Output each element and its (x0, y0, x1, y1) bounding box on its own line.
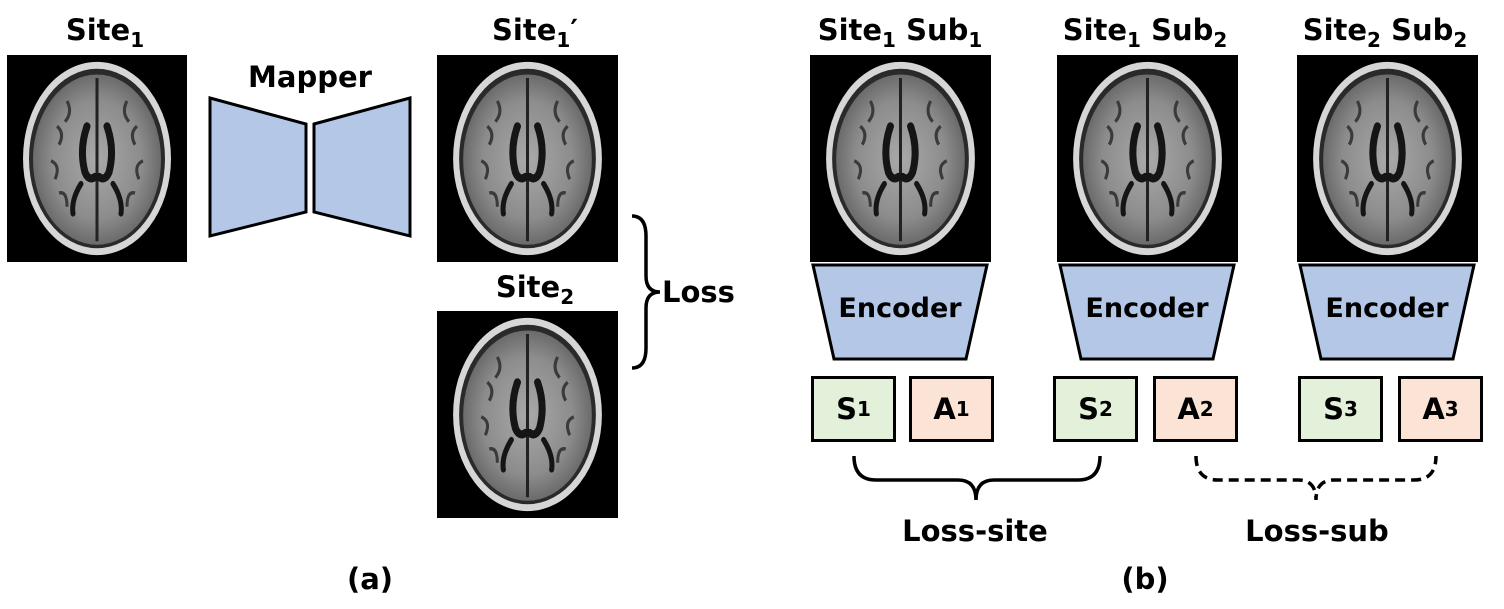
caption-a: (a) (346, 562, 394, 596)
encoder-3-label: Encoder (1325, 292, 1449, 324)
site1-prime-label: Site1′ (492, 13, 578, 52)
caption-b: (b) (1121, 562, 1169, 596)
encoder-1-label: Encoder (838, 292, 962, 324)
column-1-mri-image (810, 55, 991, 262)
loss-sub-brace (1192, 452, 1442, 512)
column-1-label: Site1 Sub1 (817, 13, 983, 52)
mapper-network-shape (200, 90, 420, 245)
site2-mri-image (437, 311, 618, 518)
mapper-label: Mapper (248, 60, 372, 94)
encoder-1: Encoder (810, 262, 990, 362)
column-3-label: Site2 Sub2 (1302, 13, 1468, 52)
encoder-2-label: Encoder (1085, 292, 1209, 324)
site2-label: Site2 (495, 270, 575, 309)
loss-site-label: Loss-site (902, 514, 1048, 548)
site1-label: Site1 (65, 13, 145, 52)
column-3-mri-image (1297, 55, 1478, 262)
loss-site-brace (850, 452, 1105, 512)
loss-sub-label: Loss-sub (1245, 514, 1389, 548)
loss-label: Loss (662, 275, 735, 309)
site1-prime-mri-image (437, 55, 618, 262)
encoder-3: Encoder (1297, 262, 1477, 362)
site1-mri-image (7, 55, 187, 262)
column-2-mri-image (1057, 55, 1238, 262)
column-2-label: Site1 Sub2 (1062, 13, 1228, 52)
encoder-2: Encoder (1057, 262, 1237, 362)
loss-brace (628, 212, 668, 372)
